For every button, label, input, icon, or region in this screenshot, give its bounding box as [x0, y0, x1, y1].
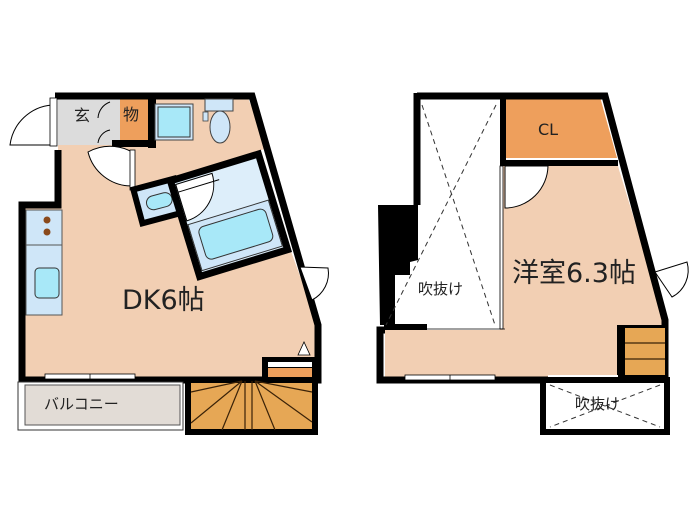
- void-left-label: 吹抜け: [418, 280, 464, 298]
- second-floor-plan: [376, 92, 689, 435]
- void-left-area: [420, 98, 500, 326]
- western-room-floor: [385, 163, 665, 378]
- entrance-floor: [58, 98, 120, 145]
- stove-burner: [43, 216, 51, 224]
- void-bottom-label: 吹抜け: [575, 395, 621, 413]
- kitchen-sink: [34, 267, 60, 299]
- toilet-bowl: [209, 110, 231, 144]
- up-arrow-icon: [297, 341, 311, 356]
- side-door: [299, 266, 329, 301]
- balcony-label: バルコニー: [44, 395, 119, 413]
- closet-area: [505, 97, 617, 158]
- side-door-2f: [654, 261, 689, 298]
- storage-label: 物: [123, 105, 140, 124]
- western-room-label: 洋室6.3帖: [512, 258, 636, 289]
- closet-label: CL: [538, 120, 559, 139]
- toilet-tank: [204, 98, 234, 112]
- entrance-door: [9, 104, 53, 146]
- kitchen-counter: [25, 209, 63, 316]
- bathtub: [198, 208, 274, 260]
- storage-box: [120, 98, 148, 143]
- entrance-label: 玄: [74, 106, 91, 125]
- first-floor-plan: [9, 92, 329, 435]
- stairs-2f: [625, 328, 665, 375]
- dk-label: DK6帖: [122, 285, 205, 316]
- outer-wall: [18, 92, 322, 384]
- closet-door: [504, 165, 549, 209]
- stove-burner: [43, 228, 51, 236]
